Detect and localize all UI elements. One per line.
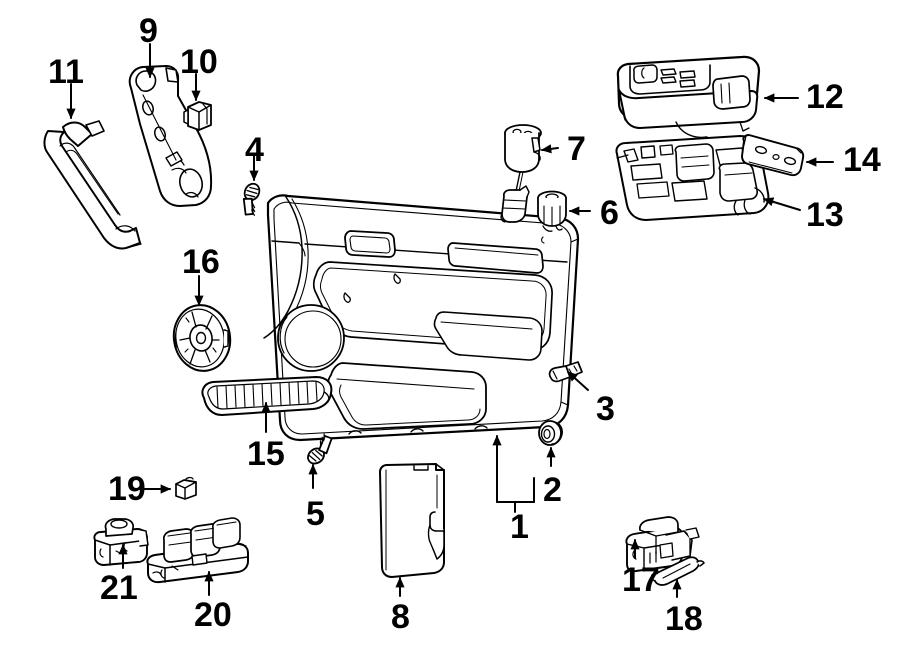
callout-label-18: 18	[665, 600, 703, 638]
part-single-switch-21	[93, 518, 149, 566]
part-switch-bezel-12	[616, 55, 761, 139]
callout-label-4: 4	[245, 131, 264, 169]
callout-leaders	[66, 43, 834, 598]
callout-label-11: 11	[48, 53, 84, 91]
callout-label-20: 20	[194, 596, 232, 634]
callout-label-15: 15	[247, 435, 285, 473]
callout-label-1: 1	[510, 508, 529, 546]
part-outside-door-handle-11	[43, 120, 142, 250]
part-door-trim-panel-1	[263, 194, 580, 442]
part-handle-base-9	[128, 65, 213, 207]
callout-label-9: 9	[139, 12, 158, 50]
part-handle-clip-10	[183, 101, 212, 131]
callout-label-16: 16	[182, 243, 220, 281]
part-speaker-16	[172, 304, 232, 372]
part-screw-4	[234, 180, 269, 220]
part-festoon-bulb-18	[650, 556, 705, 586]
callout-label-10: 10	[180, 43, 218, 81]
part-courtesy-lamp-17	[625, 516, 700, 573]
callout-label-13: 13	[806, 196, 844, 234]
part-trim-strip-15	[201, 376, 333, 416]
callout-label-7: 7	[567, 130, 586, 168]
callout-label-12: 12	[806, 78, 844, 116]
callout-label-21: 21	[100, 569, 138, 607]
part-lock-knob-7	[500, 124, 542, 223]
part-bushing-6	[537, 190, 567, 232]
callout-label-8: 8	[391, 598, 410, 636]
part-water-shield-8	[379, 463, 445, 578]
callout-label-3: 3	[596, 390, 615, 428]
callout-label-19: 19	[108, 470, 146, 508]
callout-label-17: 17	[622, 561, 660, 599]
part-clip-19	[175, 476, 197, 500]
callout-label-14: 14	[843, 141, 881, 179]
part-grommet-2	[538, 420, 563, 446]
callout-label-5: 5	[306, 495, 325, 533]
callout-label-6: 6	[600, 194, 619, 232]
part-master-switch-20	[146, 517, 249, 584]
part-bracket-14	[741, 134, 805, 177]
part-bezel-housing-13	[615, 135, 770, 221]
callout-label-2: 2	[543, 471, 562, 509]
